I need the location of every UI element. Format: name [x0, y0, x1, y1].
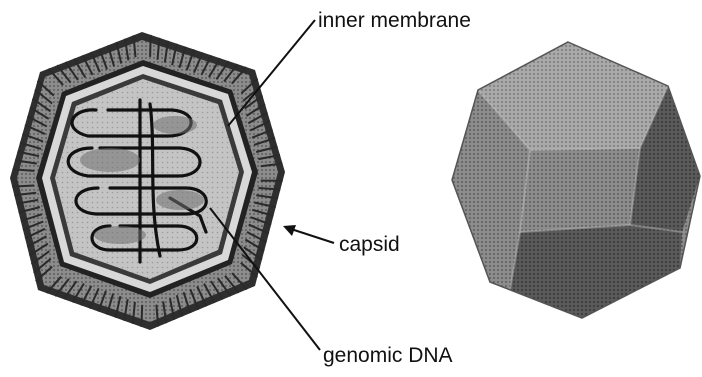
- icosahedral-capsid-icon: [452, 42, 700, 318]
- capsomer-tick: [150, 35, 151, 57]
- inner-membrane-label: inner membrane: [318, 9, 471, 32]
- virus-cross-section-icon: [10, 32, 285, 330]
- genomic-dna-label: genomic DNA: [323, 344, 453, 367]
- capsomer-tick: [141, 305, 142, 327]
- capsid-leader: [288, 228, 334, 243]
- capsomer-tick: [12, 186, 34, 187]
- capsid-label: capsid: [339, 233, 400, 256]
